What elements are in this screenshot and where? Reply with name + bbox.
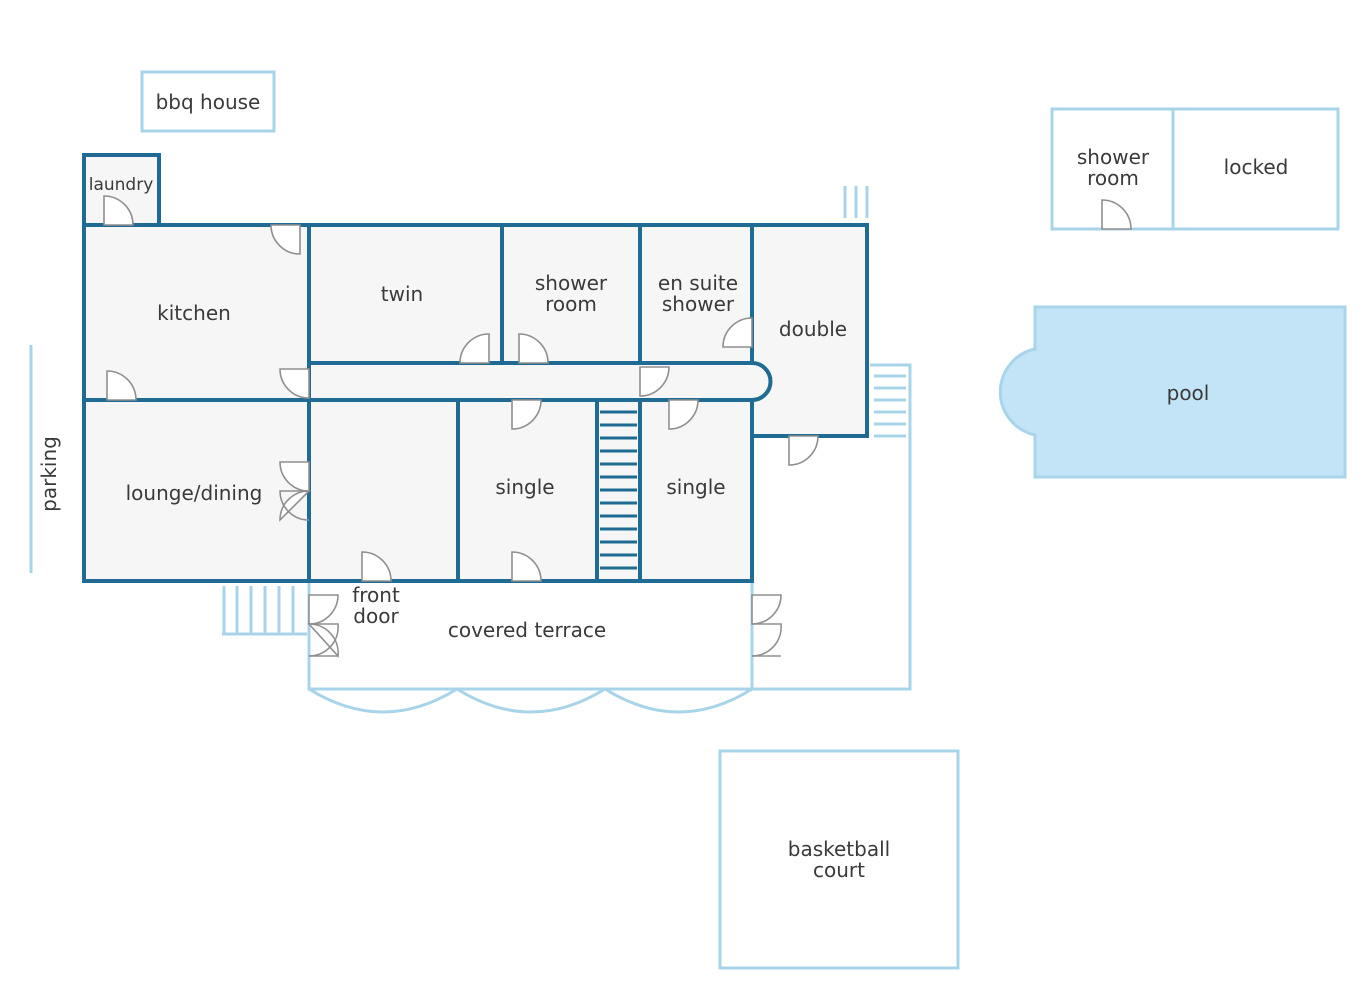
single-room-1 — [458, 400, 597, 581]
lounge-room — [84, 400, 309, 581]
top-steps — [843, 186, 869, 218]
kitchen-label: kitchen — [157, 301, 231, 325]
single-room-2 — [640, 400, 752, 581]
pool-shower-label-2: room — [1087, 166, 1139, 190]
front-door-label-1: front — [352, 583, 400, 607]
bbq-house-label: bbq house — [156, 90, 261, 114]
parking-label: parking — [37, 436, 61, 512]
shower-room-label-2: room — [545, 292, 597, 316]
covered-terrace-label: covered terrace — [448, 618, 606, 642]
doors — [103, 195, 819, 658]
double-room — [752, 225, 867, 436]
pool-house — [1050, 107, 1340, 231]
terrace-right-steps — [874, 374, 906, 438]
double-label: double — [779, 317, 847, 341]
pool-label: pool — [1167, 381, 1210, 405]
interior-stairs — [600, 410, 637, 570]
twin-label: twin — [381, 282, 423, 306]
lounge-dining-label: lounge/dining — [126, 481, 263, 505]
terrace-left-steps — [222, 586, 307, 636]
basketball-label-1: basketball — [788, 837, 890, 861]
single-label-2: single — [666, 475, 725, 499]
locked-label: locked — [1224, 155, 1289, 179]
en-suite-label-2: shower — [662, 292, 735, 316]
twin-room — [309, 225, 502, 363]
single-label-1: single — [495, 475, 554, 499]
laundry-label: laundry — [89, 175, 154, 195]
en-suite-label-1: en suite — [658, 271, 738, 295]
bbq-house — [140, 70, 276, 133]
pool — [998, 305, 1347, 479]
front-door-label-2: door — [353, 604, 399, 628]
shower-room-label-1: shower — [535, 271, 608, 295]
basketball-label-2: court — [813, 858, 865, 882]
kitchen-room — [84, 225, 309, 400]
pool-house-door — [1101, 199, 1132, 230]
terrace-arches — [308, 687, 753, 714]
basketball-court — [718, 749, 960, 970]
entry-room — [309, 400, 458, 581]
pool-shower-label-1: shower — [1077, 145, 1150, 169]
hallway — [309, 363, 764, 400]
